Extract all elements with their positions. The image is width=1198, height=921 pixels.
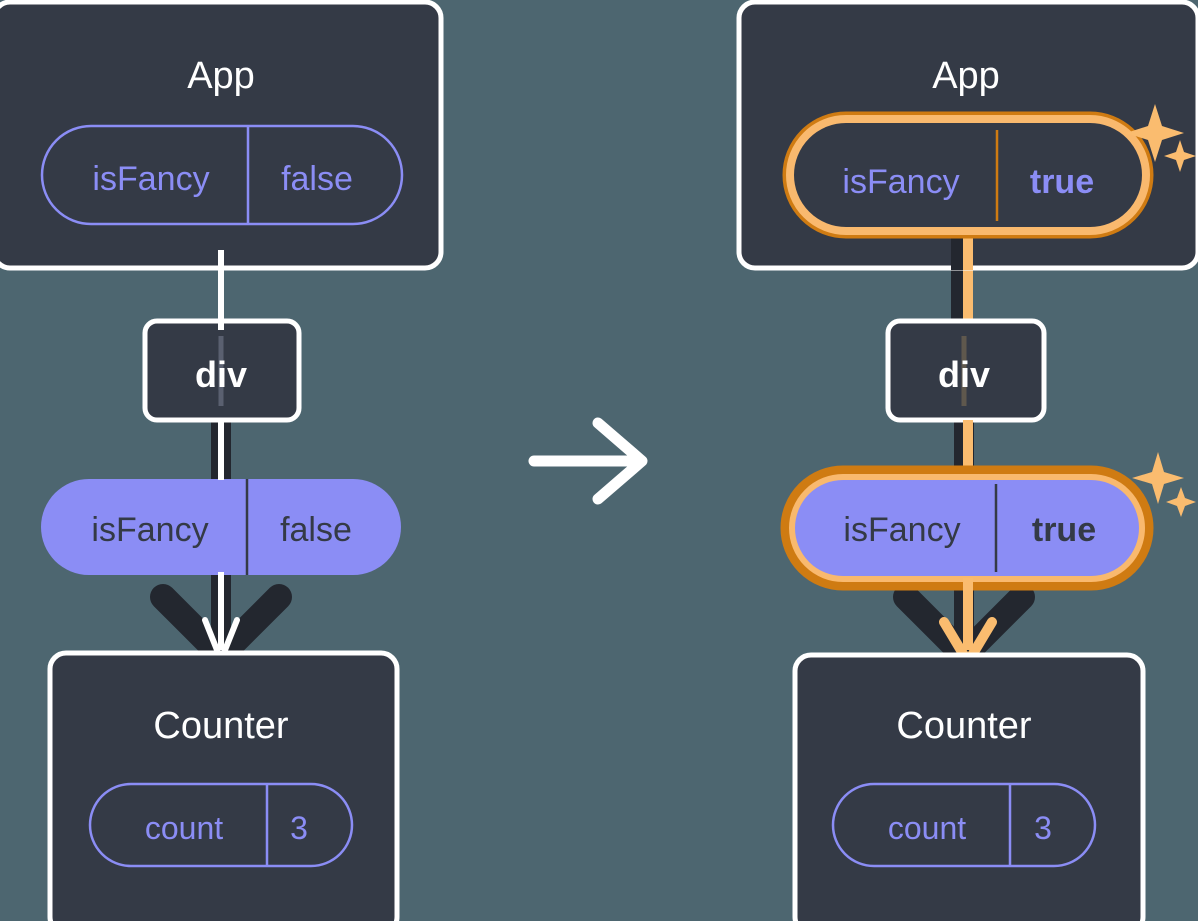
app-box-left[interactable] [0,0,444,271]
app-prop-pill-ring-inner-right [786,115,1150,235]
counter-state-pill-left[interactable]: count 3 [88,782,354,868]
counter-box-left[interactable] [47,650,400,921]
white-state-line-left [202,250,240,663]
prop-pill-value-right: true [1032,511,1096,549]
counter-box-right[interactable] [792,652,1146,921]
sparkle-icon-app-right [1126,104,1196,172]
app-prop-pill-right[interactable]: isFancy true [782,111,1154,239]
counter-title-left: Counter [153,705,289,747]
prop-pill-name-left: isFancy [91,511,208,549]
counter-state-pill-right[interactable]: count 3 [831,782,1097,868]
counter-state-value-right: 3 [1034,810,1052,846]
app-prop-value-left: false [281,160,353,198]
prop-pill-left[interactable]: isFancy false [41,479,401,575]
counter-state-pill-outline-left [88,782,354,868]
app-prop-pill-outline-left [40,124,404,226]
div-title-right: div [938,354,990,395]
counter-state-pill-outline-right [831,782,1097,868]
app-prop-pill-left[interactable]: isFancy false [40,124,404,226]
div-title-left: div [195,354,247,395]
counter-title-right: Counter [896,705,1032,747]
sparkle-icon-prop-right [1132,452,1196,517]
transition-arrow-icon [528,417,648,505]
prop-pill-body-left [41,479,401,575]
prop-pill-name-right: isFancy [843,511,960,549]
app-prop-name-right: isFancy [842,163,959,201]
app-title-right: App [932,55,1000,97]
prop-pill-right[interactable]: isFancy true [780,465,1154,591]
counter-state-value-left: 3 [290,810,308,846]
counter-state-name-left: count [145,810,223,846]
app-title-left: App [187,55,255,97]
prop-pill-value-left: false [280,511,352,549]
app-prop-value-right: true [1030,163,1094,201]
app-prop-name-left: isFancy [92,160,209,198]
counter-state-name-right: count [888,810,966,846]
